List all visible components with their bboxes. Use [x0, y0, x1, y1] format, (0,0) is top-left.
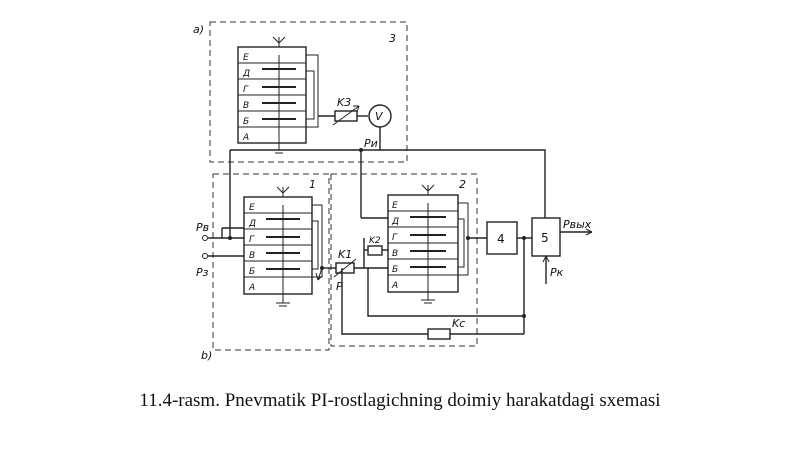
label-block-1: 1: [309, 178, 316, 191]
svg-text:Е: Е: [392, 201, 398, 211]
svg-text:А: А: [391, 281, 398, 291]
svg-text:А: А: [248, 283, 255, 293]
svg-text:Д: Д: [242, 69, 250, 79]
throttle-k3: K3: [318, 96, 368, 126]
throttle-kc: Kc: [341, 268, 524, 340]
label-block-3: 3: [389, 32, 396, 45]
label-part-a: a): [193, 23, 204, 36]
feedback-line-pi: [230, 149, 546, 218]
svg-text:В: В: [243, 101, 249, 111]
label-part-b: b): [201, 349, 212, 362]
input-pk: Pк: [542, 255, 564, 284]
svg-text:Е: Е: [243, 53, 249, 63]
block-5: 5: [531, 217, 561, 257]
svg-text:Г: Г: [392, 233, 398, 243]
label-p: P: [336, 280, 343, 293]
svg-text:Б: Б: [249, 267, 255, 277]
relay-element-1: Е Д Г В Б А: [243, 186, 323, 307]
svg-text:Pвых: Pвых: [563, 218, 592, 231]
svg-text:Б: Б: [392, 265, 398, 275]
throttle-k1: K1: [322, 248, 388, 278]
enclosure-block-3: [209, 21, 408, 163]
voltmeter-v: V: [368, 104, 392, 150]
svg-text:K1: K1: [338, 248, 352, 261]
svg-text:А: А: [242, 133, 249, 143]
enclosure-block-2: [330, 173, 478, 347]
svg-text:Д: Д: [391, 217, 399, 227]
output-pvyx: Pвых: [560, 218, 593, 236]
svg-text:5: 5: [541, 231, 549, 245]
svg-text:Г: Г: [243, 85, 249, 95]
svg-text:В: В: [249, 251, 255, 261]
svg-text:Д: Д: [248, 219, 256, 229]
svg-text:В: В: [392, 249, 398, 259]
arrow-p: [315, 267, 323, 281]
input-pz: Pз: [196, 253, 244, 279]
block-4: 4: [486, 221, 518, 255]
relay-element-2: Е Д Г В Б А: [387, 184, 469, 304]
svg-text:Pв: Pв: [196, 221, 209, 234]
svg-text:4: 4: [497, 232, 505, 246]
label-block-2: 2: [459, 178, 466, 191]
figure-caption: 11.4-rasm. Pnevmatik PI-rostlagichning d…: [139, 390, 661, 411]
relay-element-3: Е Д Г В Б А: [237, 36, 319, 154]
svg-text:Pк: Pк: [550, 266, 564, 279]
svg-text:V: V: [375, 110, 384, 123]
svg-text:Б: Б: [243, 117, 249, 127]
svg-text:Г: Г: [249, 235, 255, 245]
svg-text:Е: Е: [249, 203, 255, 213]
svg-text:K3: K3: [337, 96, 351, 109]
svg-text:Kc: Kc: [452, 317, 465, 330]
input-pv: Pв: [196, 221, 244, 241]
svg-text:Pз: Pз: [196, 266, 209, 279]
label-pi: Pи: [364, 137, 378, 150]
svg-text:K2: K2: [369, 236, 381, 246]
enclosure-block-1: [212, 173, 330, 351]
throttle-k2: K2: [363, 236, 388, 268]
